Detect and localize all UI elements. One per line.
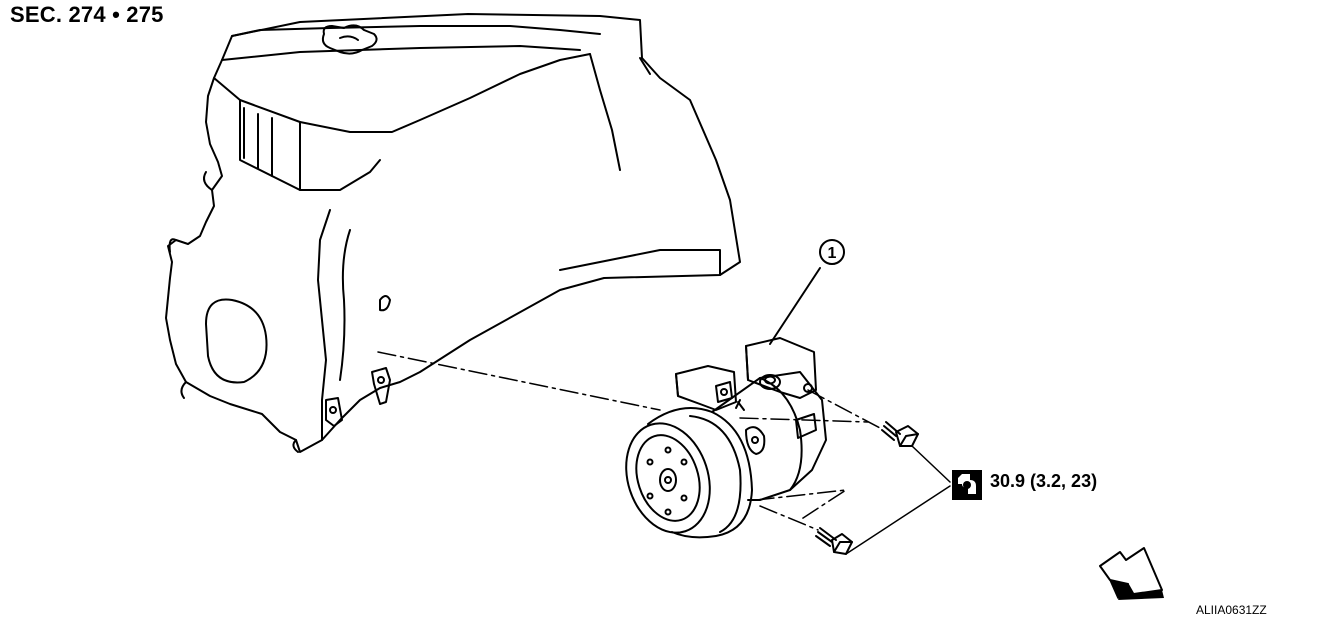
ac-compressor — [625, 337, 827, 539]
alignment-dash-lines — [377, 351, 881, 531]
section-reference: SEC. 274 • 275 — [10, 2, 164, 27]
wrench-torque-icon — [952, 470, 982, 500]
engine-block-outline — [165, 13, 741, 453]
torque-leader-upper — [911, 445, 951, 483]
torque-spec-value: 30.9 (3.2, 23) — [990, 471, 1098, 491]
mounting-bolt-lower — [815, 527, 853, 555]
mounting-bolt-upper — [881, 421, 919, 447]
callout-leader-1 — [769, 267, 821, 345]
callout-1: 1 — [819, 239, 845, 265]
callout-1-number: 1 — [828, 245, 837, 262]
figure-code: ALIIA0631ZZ — [1196, 603, 1267, 617]
front-direction-arrow-icon — [1099, 547, 1164, 600]
torque-leader-lower — [845, 485, 951, 555]
